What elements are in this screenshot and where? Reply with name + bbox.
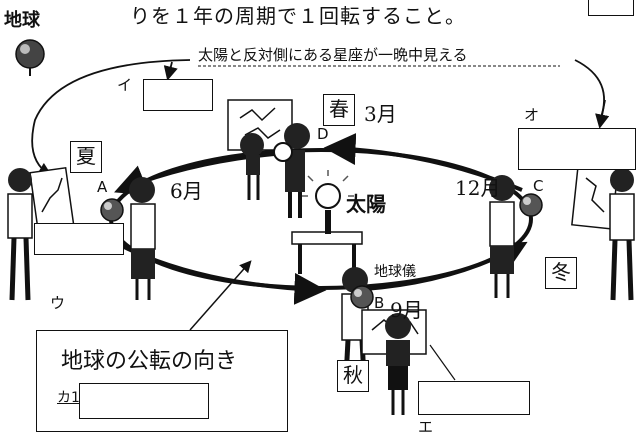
season-autumn: 秋	[337, 360, 369, 392]
answer-box-o[interactable]	[518, 128, 636, 170]
sun-label: 太陽	[346, 192, 386, 216]
header-answer-box[interactable]	[588, 0, 634, 16]
callout-pointer	[189, 260, 252, 331]
outer-arc-left	[31, 59, 191, 177]
callout-text: 地球の公転の向き	[61, 349, 238, 374]
person-c	[489, 175, 515, 298]
e-pointer	[429, 344, 456, 381]
answer-box-u[interactable]	[34, 223, 124, 255]
point-b: B	[374, 294, 385, 312]
callout-answer-label: カ1	[57, 390, 80, 406]
season-summer: 夏	[70, 141, 102, 173]
label-i: イ	[117, 76, 133, 94]
point-c: C	[533, 177, 544, 195]
point-a: A	[97, 178, 108, 196]
month-a: 6月	[170, 179, 203, 203]
outer-arc-right	[574, 59, 605, 121]
month-c: 12月	[455, 176, 501, 200]
person-d	[227, 99, 310, 218]
globe-c	[519, 193, 543, 217]
answer-box-i[interactable]	[143, 79, 213, 111]
answer-box-e[interactable]	[418, 381, 530, 415]
answer-box-ka[interactable]	[79, 383, 209, 419]
person-u	[7, 166, 75, 301]
label-o: オ	[524, 106, 540, 124]
person-o	[571, 162, 635, 301]
direction-callout: 地球の公転の向き カ1	[36, 330, 288, 432]
person-e	[361, 309, 427, 415]
person-a	[129, 177, 156, 300]
globe-a	[100, 198, 124, 222]
earth-globe-icon	[15, 39, 45, 76]
header-text: りを１年の周期で１回転すること。	[130, 4, 466, 28]
point-d: D	[317, 125, 329, 143]
arc-arrow-to-i-box	[163, 61, 178, 81]
season-winter: 冬	[545, 257, 577, 289]
month-b: 9月	[390, 298, 423, 322]
globe-label: 地球儀	[374, 264, 416, 280]
label-u: ウ	[50, 294, 66, 312]
sun-lamp	[291, 170, 363, 274]
arc-arrow-to-o-box	[595, 99, 610, 129]
globe-b	[350, 285, 374, 309]
month-d: 3月	[364, 102, 397, 126]
label-e: エ	[418, 418, 434, 436]
earth-title: 地球	[4, 10, 40, 31]
arc-caption: 太陽と反対側にある星座が一晩中見える	[198, 46, 468, 64]
season-spring: 春	[323, 94, 355, 126]
